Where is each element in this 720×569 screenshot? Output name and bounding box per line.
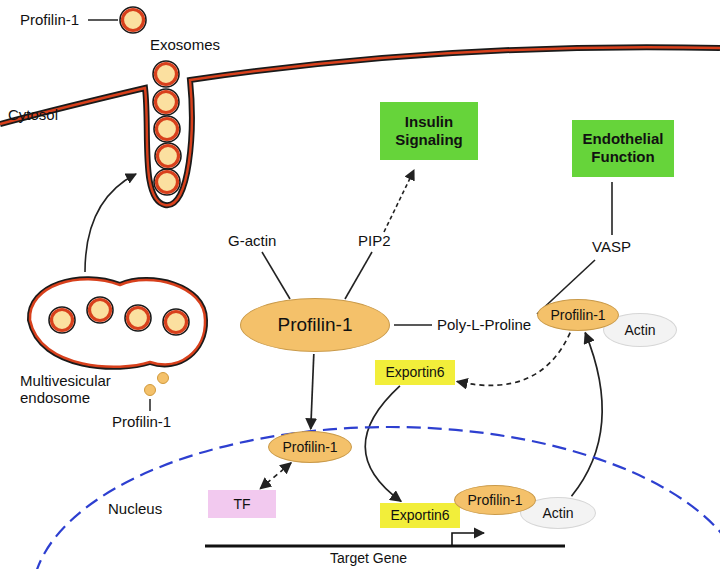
connector-arrow [365, 386, 401, 501]
binding-line [611, 182, 613, 235]
exosome-outline [87, 297, 113, 323]
exportin-box: Exportin6 [380, 503, 460, 528]
binding-line [345, 252, 372, 299]
annotation-label: Poly-L-Proline [437, 316, 531, 333]
node-text: Actin [542, 505, 573, 521]
exosome-outline [154, 169, 180, 195]
exosome-outline [120, 7, 146, 33]
profilin-dot [145, 385, 156, 396]
exosome-outline [153, 89, 179, 115]
cell-membrane-inner [0, 47, 720, 205]
profilin-ellipse: Profilin-1 [240, 298, 390, 352]
region-label: Nucleus [108, 500, 162, 517]
gene-line [205, 545, 565, 548]
nucleus-region: NucleusProfilin-1TFExportin6Profilin-1Ac… [30, 425, 720, 569]
exosome [123, 10, 144, 31]
nuclear-envelope [32, 427, 720, 569]
connector-arrow [571, 333, 602, 497]
annotation-label: Target Gene [330, 550, 407, 566]
node-text: Exportin6 [385, 364, 444, 381]
exosome-outline [49, 307, 75, 333]
node-text: Profilin-1 [282, 439, 337, 455]
annotation-label: Multivesicular endosome [20, 372, 150, 407]
exosome [158, 146, 179, 167]
exosome-outline [155, 143, 181, 169]
annotation-label: VASP [592, 238, 631, 255]
profilin-ellipse: Profilin-1 [454, 485, 536, 515]
connector-arrow [311, 354, 314, 429]
connector-arrow [260, 463, 291, 489]
exosome-group [49, 7, 189, 335]
secretion-arrow [85, 174, 136, 272]
exosome-outline [163, 309, 189, 335]
exosome [157, 119, 178, 140]
exosome-outline [154, 116, 180, 142]
exosome-outline [125, 305, 151, 331]
binding-line [262, 252, 290, 299]
annotation-label: Profilin-1 [20, 11, 79, 28]
exosome-outline [153, 61, 179, 87]
exportin-box: Exportin6 [375, 360, 455, 385]
node-text: Profilin-1 [550, 307, 605, 323]
exosome [156, 92, 177, 113]
annotation-label: Exosomes [150, 36, 220, 53]
exosome [52, 310, 73, 331]
annotation-label: PIP2 [358, 232, 391, 249]
cell-membrane [0, 47, 720, 205]
profilin-dot [158, 373, 169, 384]
exosome [156, 64, 177, 85]
exosome [128, 308, 149, 329]
profilin-ellipse: Profilin-1 [537, 299, 619, 331]
pathway-box: Insulin Signaling [380, 102, 478, 160]
node-text: Profilin-1 [467, 492, 522, 508]
node-text: Insulin Signaling [380, 113, 478, 149]
annotation-label: G-actin [228, 232, 276, 249]
annotation-label: Cytosol [8, 106, 58, 123]
node-text: Endothelial Function [572, 130, 674, 166]
nucleus-outline [30, 425, 720, 569]
node-text: TF [233, 496, 250, 513]
node-text: Actin [624, 322, 655, 338]
pathway-box: Endothelial Function [572, 120, 674, 177]
multivesicular-endosome [30, 279, 205, 367]
profilin-ellipse: Profilin-1 [268, 431, 352, 463]
signal-arrow [384, 170, 414, 232]
connector-arrow [457, 333, 570, 386]
node-text: Profilin-1 [278, 314, 353, 336]
transcription-factor-box: TF [208, 490, 276, 518]
exosome [157, 172, 178, 193]
multivesicular-endosome-inner [30, 279, 205, 367]
node-text: Exportin6 [390, 507, 449, 524]
binding-line [394, 324, 432, 326]
leader-line [88, 19, 118, 21]
promoter-arrow [452, 533, 484, 546]
exosome [166, 312, 187, 333]
exosome [90, 300, 111, 321]
annotation-label: Profilin-1 [112, 413, 171, 430]
leader-line [149, 399, 151, 411]
